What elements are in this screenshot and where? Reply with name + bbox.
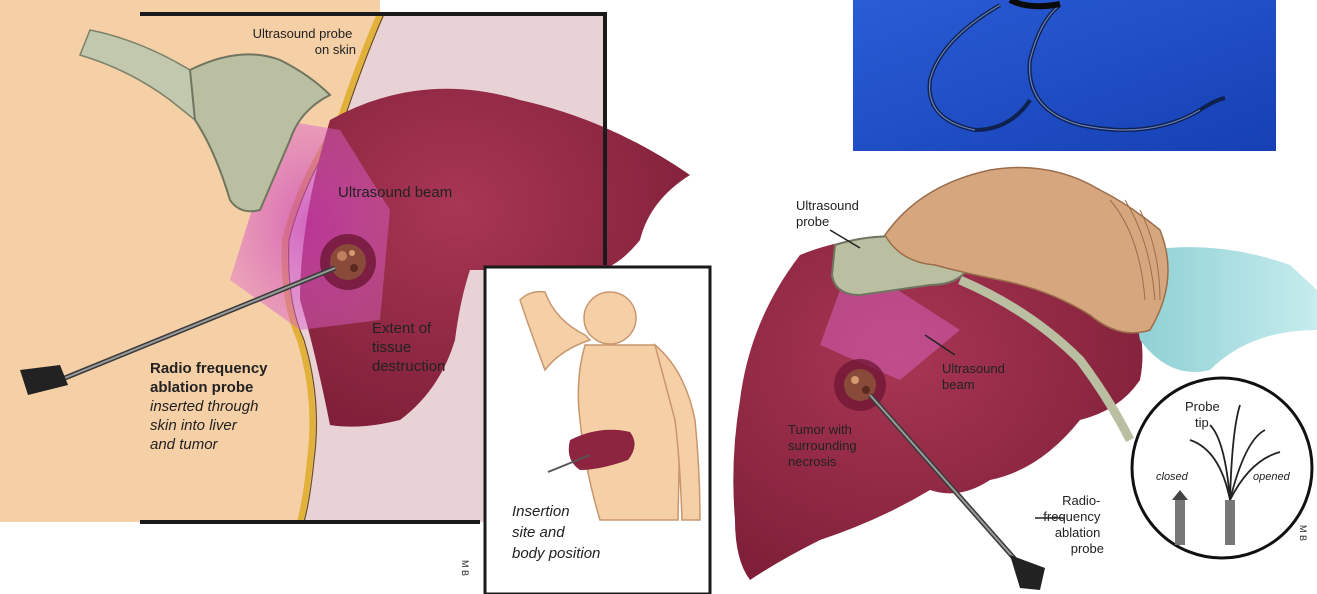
tumor-left — [320, 234, 376, 290]
label-ultrasound-beam: Ultrasound beam — [338, 184, 452, 201]
label-closed: closed — [1156, 471, 1189, 483]
label-ultrasound-probe: Ultrasound probe — [796, 198, 863, 229]
probe-tip-detail: Probe tip closed opened — [1132, 378, 1312, 558]
inset-body-position: Insertion site and body position M B — [460, 267, 710, 594]
label-opened: opened — [1253, 471, 1291, 483]
label-rfa-probe-right: Radio- frequency ablation probe — [1043, 493, 1104, 556]
signature-left: M B — [460, 560, 470, 576]
probe-photo — [853, 0, 1276, 151]
right-illustration: Probe tip closed opened Ultrasound probe… — [733, 168, 1317, 591]
signature-right: M B — [1298, 525, 1308, 541]
